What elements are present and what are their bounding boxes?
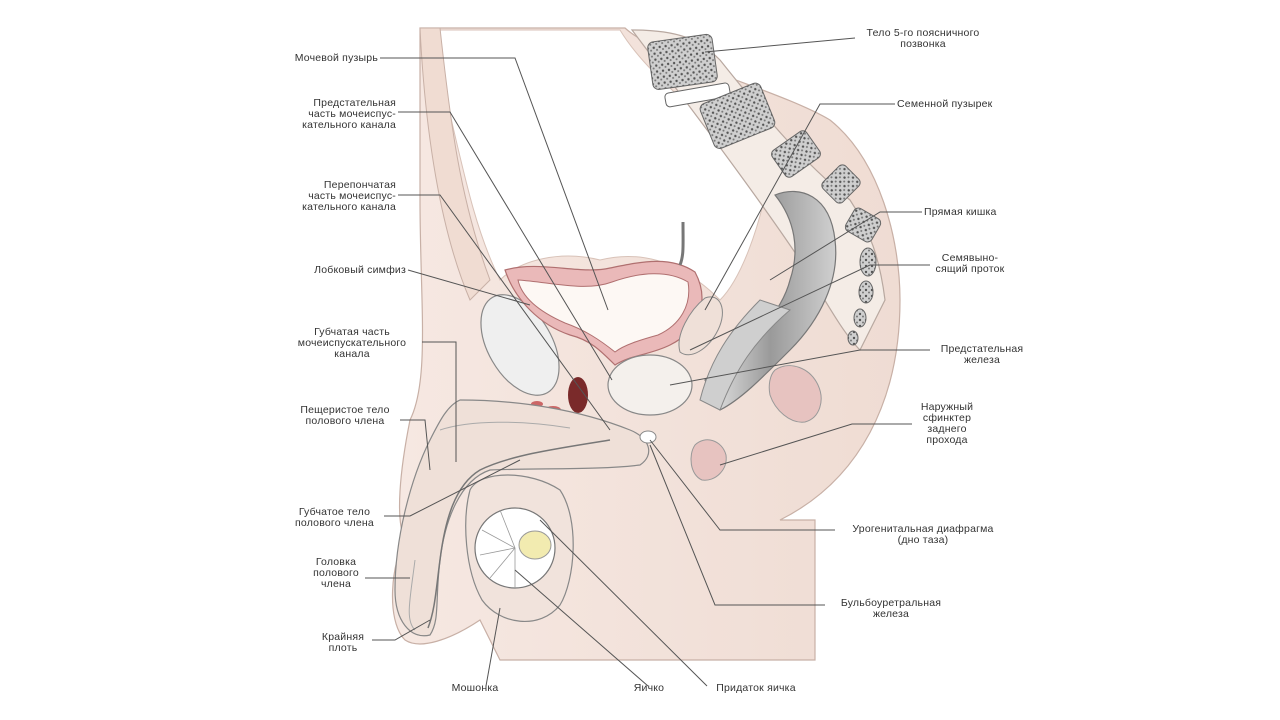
- label-ejaculatory-duct: Семявыно- сящий проток: [935, 252, 1005, 275]
- label-glans: Головка полового члена: [313, 556, 359, 590]
- label-membranous-urethra: Перепончатая часть мочеиспус- кательного…: [302, 179, 396, 213]
- label-bulbourethral-gland: Бульбоуретральная железа: [840, 597, 942, 620]
- bulbourethral-gland: [690, 439, 727, 481]
- label-external-anal-sphincter: Наружный сфинктер заднего прохода: [920, 401, 974, 446]
- pubic-symphysis: [480, 294, 560, 396]
- urethra-line: [427, 439, 611, 629]
- label-pubic-symphysis: Лобковый симфиз: [314, 264, 406, 276]
- label-urogenital-diaphragm: Урогенитальная диафрагма (дно таза): [852, 523, 994, 546]
- label-prostate: Предстательная железа: [940, 343, 1024, 366]
- abdominal-wall: [419, 27, 491, 301]
- anal-sphincter: [768, 365, 822, 423]
- prostate: [607, 354, 693, 416]
- label-bladder: Мочевой пузырь: [294, 52, 378, 64]
- label-seminal-vesicle: Семенной пузырек: [897, 98, 993, 110]
- ureter: [678, 221, 685, 266]
- label-testis: Яичко: [633, 682, 665, 694]
- label-spongy-urethra: Губчатая часть мочеиспускательного канал…: [297, 326, 407, 360]
- label-corpus-spongiosum: Губчатое тело полового члена: [295, 506, 374, 529]
- label-foreskin: Крайняя плоть: [321, 631, 365, 654]
- label-epididymis: Придаток яичка: [716, 682, 796, 694]
- epididymis: [518, 530, 552, 560]
- bladder-lumen: [517, 273, 690, 353]
- label-scrotum: Мошонка: [451, 682, 499, 694]
- label-rectum: Прямая кишка: [924, 206, 997, 218]
- leader-lines: [365, 37, 930, 687]
- label-l5-vertebra: Тело 5-го поясничного позвонка: [866, 27, 980, 50]
- label-prostatic-urethra: Предстательная часть мочеиспус- кательно…: [302, 97, 396, 131]
- label-corpus-cavernosum: Пещеристое тело полового члена: [300, 404, 390, 427]
